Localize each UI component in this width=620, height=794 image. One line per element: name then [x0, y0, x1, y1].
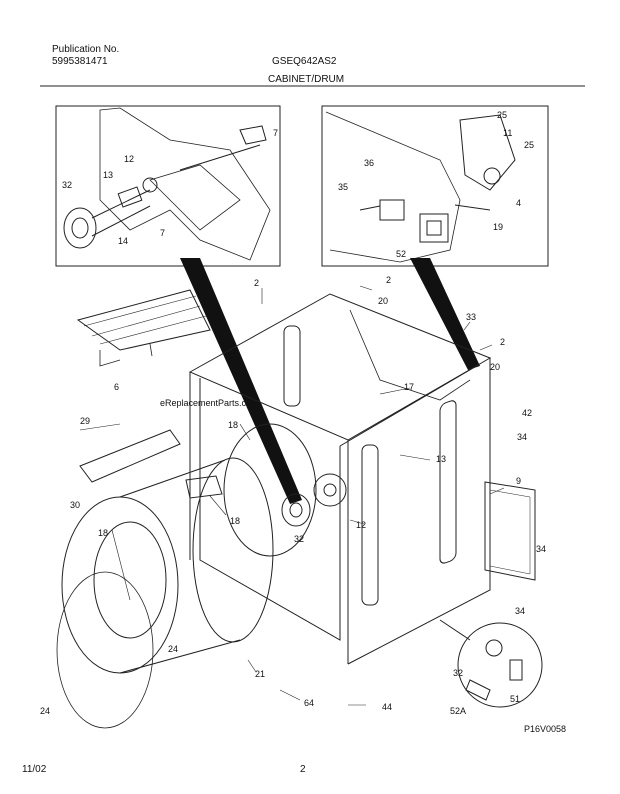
callout-34-rear: 34: [536, 544, 546, 554]
cabinet: [188, 293, 492, 665]
footer-page-number: 2: [300, 764, 306, 775]
callout-24-right: 24: [168, 644, 178, 654]
callout-11: 11: [503, 128, 512, 138]
callout-21: 21: [255, 669, 265, 679]
drum: [56, 423, 317, 729]
publication-number: 5995381471: [52, 56, 108, 67]
inset-left-pointer: [180, 258, 302, 504]
callout-9: 9: [516, 476, 521, 486]
section-title: CABINET/DRUM: [268, 74, 345, 85]
callout-5: 7: [160, 228, 165, 238]
callout-labels: 7 12 13 32 14 7 25 11 25 36 35 4 19 52 2…: [40, 110, 566, 734]
callout-13-right: 13: [436, 454, 446, 464]
callout-35: 35: [338, 182, 348, 192]
callout-32-left: 32: [62, 180, 72, 190]
inset-right-parts: [325, 111, 516, 263]
callout-25: 25: [524, 140, 534, 150]
callout-18-front: 18: [98, 528, 108, 538]
callout-24-left: 24: [40, 706, 50, 716]
callout-7: 6: [114, 382, 119, 392]
callout-29: 29: [80, 416, 90, 426]
detail-circle: [457, 622, 543, 708]
callout-32-right: 32: [294, 534, 304, 544]
callout-64: 64: [304, 698, 314, 708]
callout-18-drum: 18: [230, 516, 240, 526]
watermark: eReplacementParts.com: [160, 398, 259, 408]
callout-25-top: 25: [497, 110, 507, 120]
callout-12-left: 12: [124, 154, 134, 164]
callout-44: 44: [382, 702, 392, 712]
model-number: GSEQ642AS2: [272, 56, 337, 67]
callout-52A: 52A: [450, 706, 466, 716]
inset-left-frame: [55, 105, 281, 267]
callout-51: 51: [510, 694, 520, 704]
callout-34-mid: 34: [517, 432, 527, 442]
callout-30: 30: [70, 500, 80, 510]
callout-20-side: 20: [490, 362, 500, 372]
callout-19: 19: [493, 222, 503, 232]
callout-34-detail: 34: [515, 606, 525, 616]
callout-2-side: 2: [500, 337, 505, 347]
publication-label: Publication No.: [52, 44, 120, 55]
callout-36: 36: [364, 158, 374, 168]
callout-20-top: 20: [378, 296, 388, 306]
callout-33: 32: [453, 668, 463, 678]
inset-left-parts: [63, 107, 271, 261]
rear-vent-panel: [484, 481, 536, 581]
callout-6: 7: [273, 128, 278, 138]
callout-2-top: 2: [254, 278, 259, 288]
diagram-code: P16V0058: [524, 724, 566, 734]
callout-2-right: 2: [386, 275, 391, 285]
callout-52: 52: [396, 249, 406, 259]
inset-right-frame: [321, 105, 549, 267]
callout-15: 17: [404, 382, 414, 392]
footer-date: 11/02: [22, 764, 47, 775]
callout-4: 4: [516, 198, 521, 208]
callout-leaders: [79, 285, 505, 706]
callout-17: 18: [228, 420, 238, 430]
top-trim-strip: [79, 429, 181, 483]
callout-34-top: 33: [466, 312, 476, 322]
callout-13-left: 13: [103, 170, 113, 180]
inset-right-pointer: [410, 258, 480, 370]
drying-rack: [76, 289, 211, 351]
callout-42: 42: [522, 408, 532, 418]
callout-14: 14: [118, 236, 128, 246]
callout-12-right: 12: [356, 520, 366, 530]
